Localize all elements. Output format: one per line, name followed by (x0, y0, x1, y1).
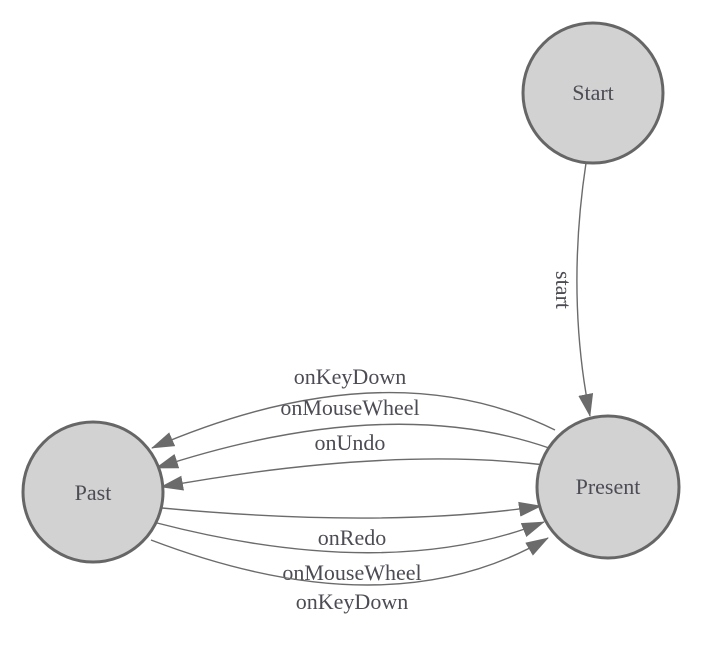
state-circle-start (521, 21, 665, 165)
node-present: Present (535, 414, 681, 560)
edge-present-to-past-onmousewheel: onMouseWheel (155, 395, 550, 469)
edge-label-start: start (551, 271, 576, 309)
edge-label-onundo: onUndo (315, 430, 386, 455)
edge-past-to-present-onkeydown: onKeyDown (150, 537, 549, 614)
edge-label-onkeydown-top: onKeyDown (294, 364, 406, 389)
state-label-past: Past (75, 480, 112, 505)
edge-line-onkeydown-bottom (150, 537, 549, 586)
edge-label-onredo: onRedo (318, 525, 386, 550)
edge-past-to-present-onredo: onRedo (161, 501, 542, 550)
edge-line-onmousewheel-top (155, 423, 550, 469)
edge-start-to-present: start (551, 162, 594, 417)
edge-label-onmousewheel-bottom: onMouseWheel (282, 560, 421, 585)
edge-line-onredo (161, 501, 542, 519)
edge-line-onkeydown-top (151, 391, 556, 449)
edge-line-onundo (160, 458, 546, 491)
edge-line-onmousewheel-bottom (156, 521, 545, 554)
node-start: Start (521, 21, 665, 165)
edge-present-to-past-onkeydown: onKeyDown (151, 364, 556, 449)
edge-label-onmousewheel-top: onMouseWheel (280, 395, 419, 420)
edge-label-onkeydown-bottom: onKeyDown (296, 589, 408, 614)
edge-line-start (576, 162, 594, 417)
state-label-present: Present (576, 474, 641, 499)
edge-present-to-past-onundo: onUndo (160, 430, 546, 491)
state-circle-present (535, 414, 681, 560)
state-circle-past (21, 420, 165, 564)
node-past: Past (21, 420, 165, 564)
state-label-start: Start (572, 80, 614, 105)
